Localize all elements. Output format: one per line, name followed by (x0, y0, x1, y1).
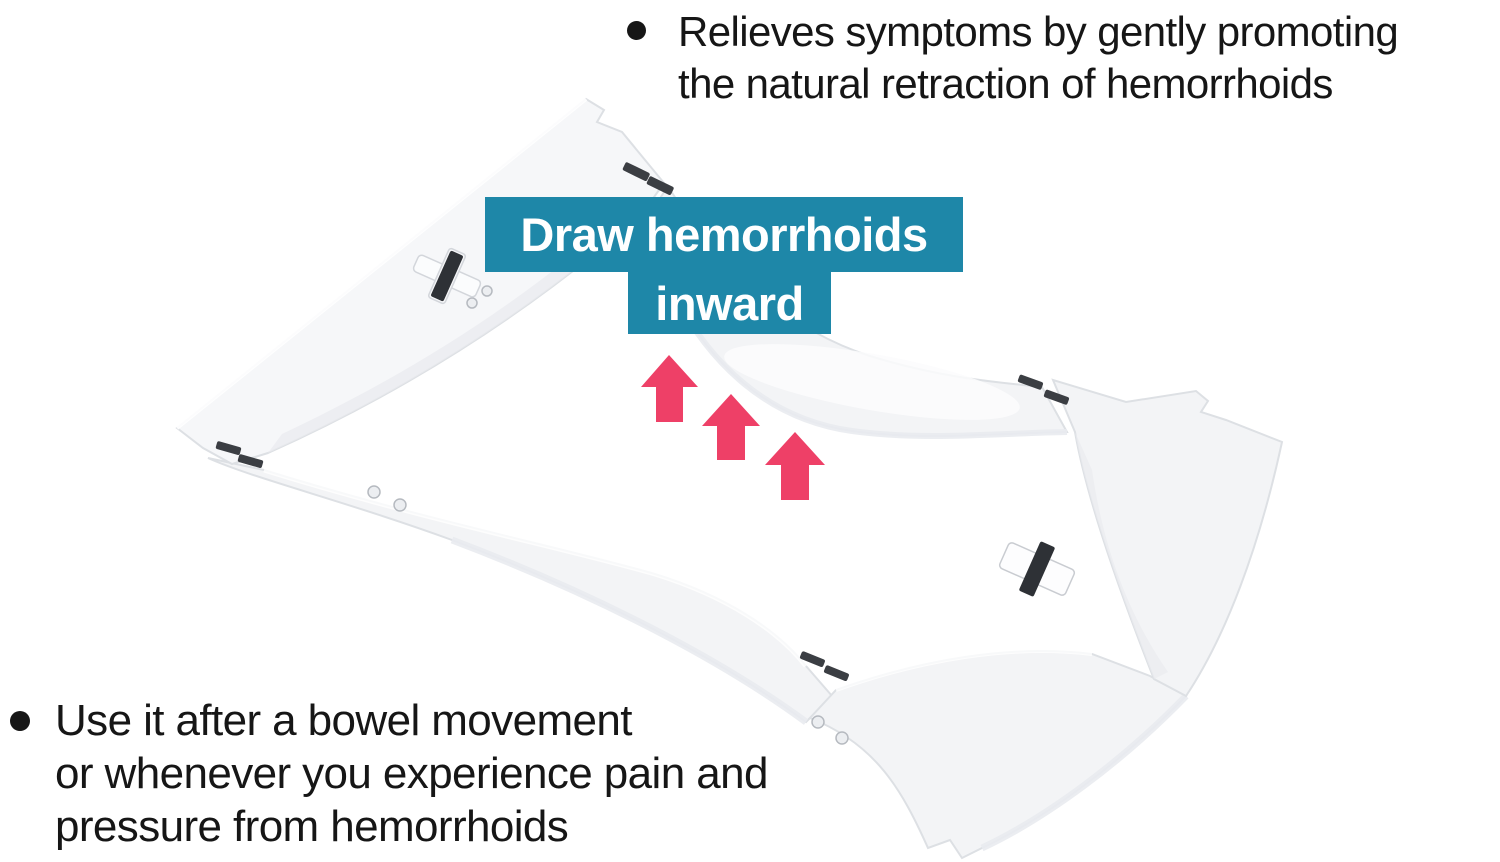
note-line: or whenever you experience pain and (55, 749, 768, 798)
up-arrow-icon (702, 394, 760, 460)
hinge-right (1017, 374, 1070, 405)
benefit-note-top-text: Relieves symptoms by gently promoting th… (678, 6, 1399, 110)
callout-text-line2: inward (655, 276, 804, 330)
usage-note-bottom: Use it after a bowel movement or wheneve… (10, 694, 768, 853)
note-line: Relieves symptoms by gently promoting (678, 8, 1399, 55)
hinge-left (215, 441, 264, 468)
usage-note-bottom-text: Use it after a bowel movement or wheneve… (55, 694, 768, 853)
note-line: pressure from hemorrhoids (55, 802, 569, 851)
up-arrow-icon (641, 355, 698, 422)
up-arrow-icon (765, 432, 825, 500)
note-line: the natural retraction of hemorrhoids (678, 60, 1333, 107)
bottom-band-left (207, 457, 834, 725)
benefit-note-top: Relieves symptoms by gently promoting th… (627, 6, 1399, 110)
latch-peg-left (412, 247, 482, 305)
right-panel (1051, 378, 1284, 698)
hinge-top (622, 162, 674, 195)
callout-label-line2: inward (628, 272, 831, 334)
bullet-icon (627, 21, 646, 40)
bottom-band-right (808, 649, 1189, 860)
note-line: Use it after a bowel movement (55, 696, 632, 745)
left-panel (175, 97, 666, 466)
screws (367, 285, 849, 745)
up-arrows (641, 355, 825, 500)
bullet-icon (10, 711, 30, 731)
latch-peg-right (998, 541, 1076, 597)
callout-text-line1: Draw hemorrhoids (520, 208, 928, 261)
callout-label-line1: Draw hemorrhoids (485, 197, 963, 272)
hinge-bottom (799, 651, 849, 681)
